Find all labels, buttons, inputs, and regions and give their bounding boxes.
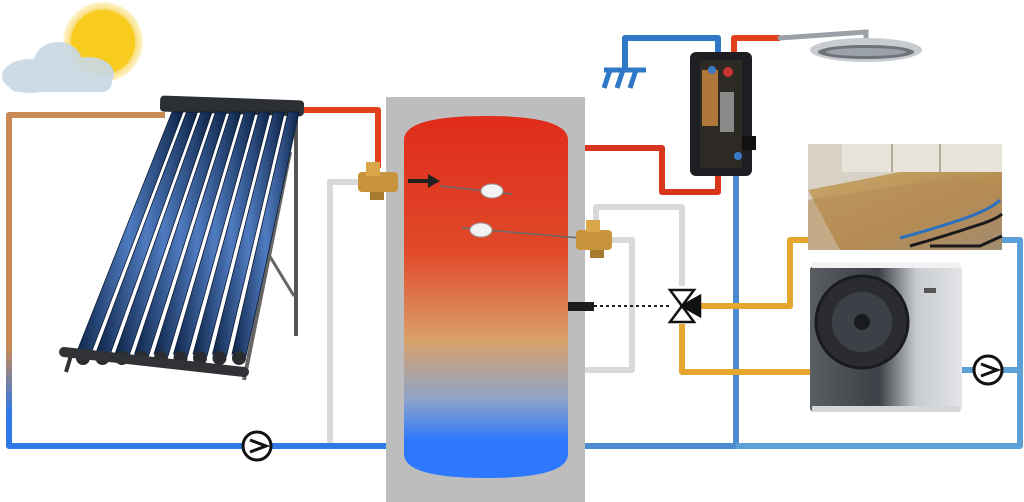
- tank-sensors: [439, 183, 581, 239]
- heating-pump: [972, 354, 1004, 386]
- three-way-valve: [667, 288, 702, 324]
- fresh-water-station: [690, 52, 756, 176]
- cloud-icon: [2, 42, 114, 93]
- flow-arrow-icon: [408, 174, 440, 188]
- collector-tube: [192, 111, 271, 357]
- collector-flow-pipe: [300, 107, 381, 168]
- shower-head: [777, 29, 922, 62]
- heat-pump: [810, 262, 962, 412]
- hot-supply-pipe: [568, 145, 721, 195]
- tank-inlet-fitting: [358, 162, 398, 200]
- collector-tube: [212, 111, 286, 357]
- tank-heating-rod: [568, 302, 594, 311]
- collector-tube: [153, 111, 242, 357]
- solar-pump: [241, 430, 273, 462]
- shower-supply-pipe: [731, 35, 780, 52]
- collector-return-pipe: [6, 112, 243, 449]
- collector-tube-cap: [232, 351, 246, 365]
- collector-tube: [133, 111, 228, 357]
- heatpump-grey-upper-pipe: [593, 204, 685, 286]
- collector-tube: [172, 111, 257, 357]
- solar-collector: [59, 95, 305, 381]
- storage-tank: [404, 116, 568, 478]
- tank-heatpump-fitting: [576, 220, 612, 258]
- underfloor-heating: [808, 144, 1003, 250]
- cold-water-inlet-icon: [601, 67, 646, 89]
- floor-return-pipe: [736, 237, 1023, 449]
- cold-mains-pipe: [622, 35, 721, 70]
- heatpump-flow-pipe: [679, 324, 812, 375]
- collector-tube-cap: [193, 351, 207, 365]
- floor-flow-pipe: [700, 237, 820, 309]
- collector-tube-cap: [212, 351, 227, 365]
- collector-tube: [231, 111, 300, 357]
